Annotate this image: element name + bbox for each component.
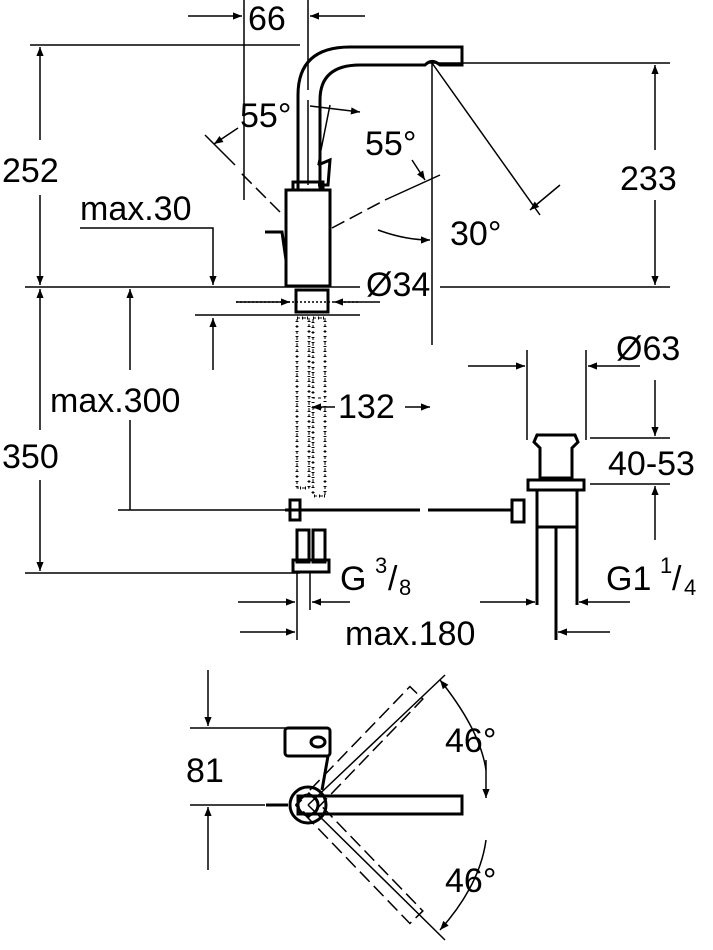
fraction-slash: / — [388, 560, 398, 598]
dim-hole-diameter: Ø34 — [366, 266, 430, 304]
dim-81: 81 — [186, 752, 224, 790]
dim-40-53: 40-53 — [608, 445, 695, 483]
dim-supply-thread: G — [340, 560, 366, 598]
dim-lever-angle-left: 55° — [240, 97, 291, 135]
waste-thread-numerator: 1 — [660, 553, 672, 578]
dim-233: 233 — [620, 160, 677, 198]
dim-waste-thread: G1 — [606, 560, 651, 598]
supply-thread-numerator: 3 — [375, 553, 387, 578]
elevation-view: 66 252 55° 55° 233 30° max.30 Ø34 max.30… — [2, 0, 696, 653]
dim-66: 66 — [248, 0, 286, 38]
dim-max30: max.30 — [80, 190, 192, 228]
dim-max180: max.180 — [345, 615, 475, 653]
dim-max300: max.300 — [50, 382, 180, 420]
dim-132: 132 — [338, 388, 395, 426]
dim-350: 350 — [2, 438, 59, 476]
supply-thread-denominator: 8 — [399, 575, 411, 600]
dim-lever-angle-right: 55° — [365, 125, 416, 163]
waste-thread-denominator: 4 — [684, 575, 696, 600]
fraction-slash-2: / — [672, 560, 682, 598]
dim-swivel-top: 46° — [445, 722, 496, 760]
dim-30deg: 30° — [450, 215, 501, 253]
dim-252: 252 — [2, 152, 59, 190]
dim-swivel-bottom: 46° — [445, 862, 496, 900]
plan-view: 81 46° 46° — [186, 670, 496, 941]
dim-waste-diameter: Ø63 — [616, 330, 680, 368]
